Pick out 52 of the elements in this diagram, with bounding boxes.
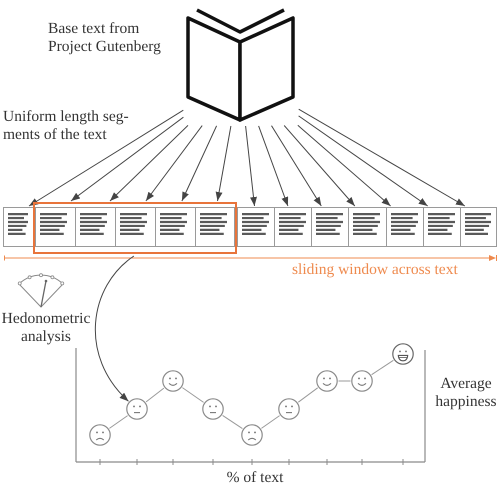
sad-face-icon [89, 424, 111, 446]
curved-arrow [95, 256, 134, 402]
annotation-text: Uniform length seg- ments of the text [3, 108, 130, 144]
smiling-face-icon [316, 370, 338, 392]
annotation-text: sliding window across text [292, 261, 458, 279]
text-segment [237, 207, 276, 247]
caption-text: Base text from Project Gutenberg [48, 20, 162, 56]
text-segment [311, 207, 350, 247]
arrow [181, 125, 218, 202]
arrow [70, 116, 184, 202]
arrow [245, 126, 257, 206]
arrow [28, 110, 184, 206]
text-segment [155, 207, 196, 247]
axis-title: Average happiness [435, 375, 497, 411]
connector-line [371, 360, 394, 376]
connector-line [260, 415, 280, 429]
connector-line [338, 380, 351, 382]
book-icon [185, 7, 297, 124]
arrow [145, 125, 203, 202]
window-frame [33, 202, 237, 254]
arrow [258, 125, 288, 206]
smiling-face-icon [351, 370, 373, 392]
text-segment [274, 207, 312, 247]
arrow [284, 125, 356, 206]
arrow [216, 126, 232, 202]
smiling-face-icon [162, 370, 184, 392]
axis-title: % of text [226, 469, 284, 487]
connector-line [298, 387, 318, 403]
connector-line [222, 414, 243, 430]
neutral-face-icon [202, 398, 224, 420]
text-segment [422, 207, 461, 247]
sad-face-icon [241, 424, 263, 446]
process-label: Hedonometric analysis [2, 310, 90, 346]
text-segment [115, 207, 156, 247]
text-segment [3, 207, 34, 247]
arrow [298, 115, 428, 206]
grinning-face-icon [392, 343, 414, 365]
text-segment [195, 207, 235, 247]
neutral-face-icon [278, 398, 300, 420]
arrow [271, 125, 322, 206]
arrow [110, 124, 188, 202]
connector-line [182, 387, 204, 403]
text-segment [75, 207, 116, 247]
text-segment [386, 207, 424, 247]
connector-line [108, 415, 128, 429]
arrow [297, 124, 392, 206]
connector-line [146, 388, 164, 402]
text-segment [35, 207, 76, 247]
text-segment [348, 207, 387, 247]
arrow [298, 108, 466, 206]
neutral-face-icon [126, 398, 148, 420]
text-segment [460, 207, 497, 247]
